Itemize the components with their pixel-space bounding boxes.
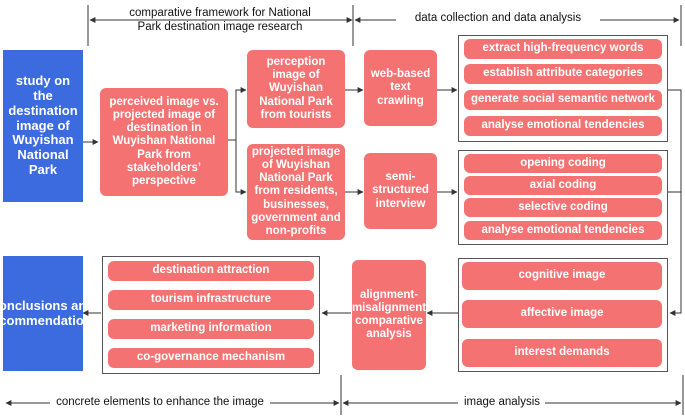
element-item: tourism infrastructure: [108, 290, 314, 310]
semi-structured-box: semi-structured interview: [364, 153, 437, 229]
data-collection-label: data collection and data analysis: [414, 12, 582, 24]
framework-label-line2: Park destination image research: [137, 20, 303, 33]
framework-label: comparative framework for National Park …: [105, 7, 335, 35]
interview-method-item: analyse emotional tendencies: [464, 221, 662, 240]
element-item: destination attraction: [108, 261, 314, 281]
conclusions-box: conclusions and recommendations: [0, 256, 99, 371]
interview-method-item: selective coding: [464, 198, 662, 217]
perception-image-box: perception image of Wuyishan National Pa…: [247, 50, 345, 128]
element-item: marketing information: [108, 319, 314, 339]
web-method-item: generate social semantic network: [464, 90, 662, 110]
image-dimension-item: cognitive image: [462, 262, 662, 290]
interview-method-item: opening coding: [464, 154, 662, 173]
alignment-box: alignment-misalignment comparative analy…: [352, 260, 426, 370]
web-crawling-box: web-based text crawling: [364, 50, 437, 126]
image-dimension-item: affective image: [462, 300, 662, 328]
interview-method-item: axial coding: [464, 176, 662, 195]
framework-label-line1: comparative framework for National: [129, 7, 311, 19]
image-dimension-item: interest demands: [462, 339, 662, 367]
element-item: co-governance mechanism: [108, 348, 314, 368]
perceived-vs-projected-box: perceived image vs. projected image of d…: [100, 88, 228, 196]
web-method-item: extract high-frequency words: [464, 39, 662, 59]
image-analysis-label: image analysis: [463, 396, 541, 408]
web-method-item: establish attribute categories: [464, 64, 662, 84]
concrete-elements-label: concrete elements to enhance the image: [56, 396, 264, 408]
projected-image-box: projected image of Wuyishan National Par…: [247, 144, 345, 240]
study-box: study on the destination image of Wuyish…: [3, 50, 83, 202]
web-method-item: analyse emotional tendencies: [464, 116, 662, 136]
